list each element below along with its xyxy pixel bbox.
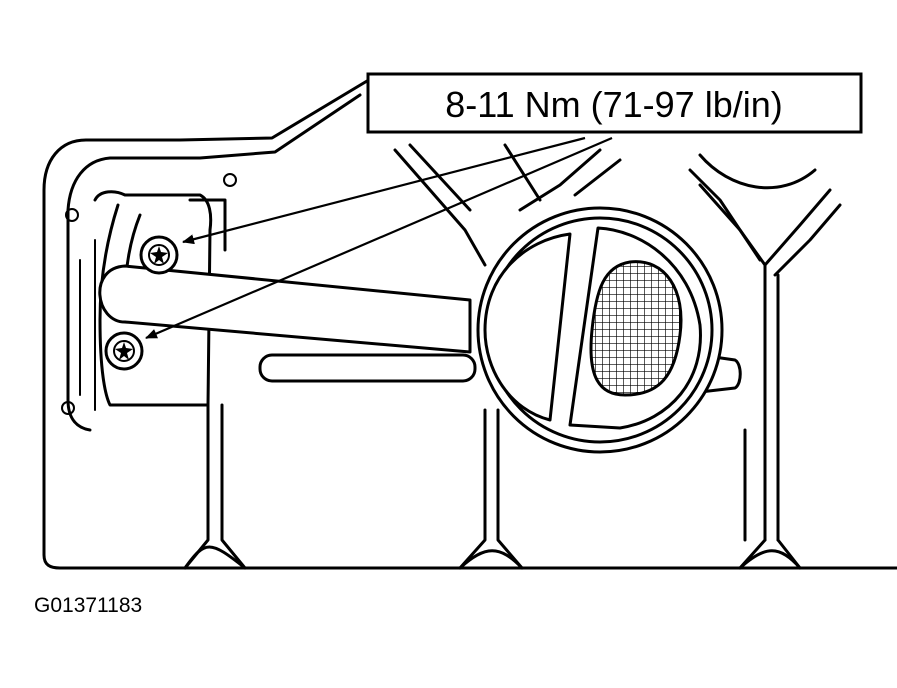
screen-mesh bbox=[589, 260, 683, 397]
housing-hole-left-lower bbox=[61, 401, 75, 415]
housing-hole-top bbox=[223, 173, 237, 187]
callout-arrows bbox=[145, 136, 613, 340]
arrow-to-lower-bolt bbox=[145, 136, 613, 340]
bolt-lower bbox=[104, 331, 144, 371]
torque-callout: 8-11 Nm (71-97 lb/in) bbox=[366, 72, 863, 134]
housing bbox=[42, 76, 897, 570]
callout-box bbox=[366, 72, 863, 134]
torx-icon bbox=[115, 342, 133, 360]
figure-id: G01371183 bbox=[34, 594, 142, 617]
housing-slot bbox=[258, 353, 477, 383]
torx-icon bbox=[150, 246, 168, 264]
oil-pump-screen bbox=[476, 206, 724, 454]
channel-ribs bbox=[183, 143, 842, 570]
torque-label: 8-11 Nm (71-97 lb/in) bbox=[445, 84, 782, 125]
arrow-to-upper-bolt bbox=[182, 136, 586, 245]
housing-hole-left-upper bbox=[65, 208, 79, 222]
bolt-upper bbox=[139, 235, 179, 275]
